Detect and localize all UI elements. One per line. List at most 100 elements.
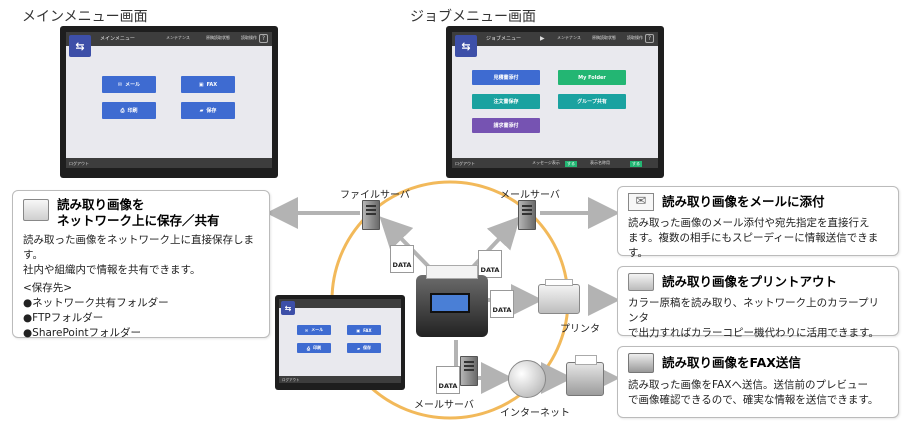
job-button-group-share[interactable]: グループ共有: [558, 94, 626, 109]
back-arrow-button[interactable]: ⇆: [69, 35, 91, 57]
logout-button[interactable]: ログアウト: [455, 161, 475, 166]
printer-icon: [628, 273, 654, 291]
save-share-body-line2: 社内や組織内で情報を共有できます。: [23, 264, 201, 276]
file-server-label: ファイルサーバ: [340, 190, 410, 201]
envelope-icon: ✉: [628, 193, 654, 211]
printer-label: プリンタ: [560, 324, 600, 335]
scanner-paper: [426, 265, 478, 279]
data-doc-icon: DATA: [436, 366, 460, 394]
job-button-quote[interactable]: 見積書添付: [472, 70, 540, 85]
logout-button[interactable]: ログアウト: [282, 378, 300, 382]
internet-globe-icon: [508, 360, 546, 398]
footer-message-toggle[interactable]: する: [565, 161, 577, 167]
job-menu-title: ジョブメニュー: [486, 36, 522, 42]
printer-icon: ⎙: [306, 345, 311, 351]
save-share-title-line1: 読み取り画像を: [57, 197, 145, 212]
main-menu-titlebar: [66, 32, 272, 46]
help-icon[interactable]: ?: [645, 34, 654, 43]
mail-icon: ✉: [304, 327, 309, 333]
menu-scan-operation[interactable]: 読取操作: [627, 35, 643, 40]
scanner-monitor-footer: [279, 376, 401, 383]
fax-paper: [575, 355, 597, 365]
mail-button[interactable]: ✉メール: [297, 325, 331, 335]
printer-icon: [538, 279, 580, 314]
scanner-monitor-titlebar: [279, 299, 401, 308]
scanner-monitor-screen: ⇆ ✉メール ▣FAX ⎙印刷 ▰保存 ログアウト: [279, 299, 401, 383]
menu-scan-status[interactable]: 原稿読取状態: [592, 35, 616, 40]
fax-box-title: 読み取り画像をFAX送信: [662, 355, 801, 370]
mail-box-title: 読み取り画像をメールに添付: [662, 194, 825, 209]
main-menu-monitor: ⇆ メインメニュー メンテナンス 原稿読取状態 読取操作 ? ✉メール ▣FAX…: [60, 26, 278, 178]
job-menu-screen: ⇆ ジョブメニュー ▶ メンテナンス 原稿読取状態 読取操作 ? 見積書添付 M…: [452, 32, 658, 168]
printer-paper: [545, 279, 573, 286]
back-arrow-button[interactable]: ⇆: [281, 301, 295, 315]
fax-box-body-line2: で画像確認できるので、確実な情報を送信できます。: [628, 394, 879, 406]
save-destination-heading: <保存先>: [23, 282, 73, 294]
main-menu-heading: メインメニュー画面: [22, 9, 148, 25]
fax-button[interactable]: ▣FAX: [347, 325, 381, 335]
fax-machine-icon: [628, 353, 654, 373]
folder-icon: ▰: [356, 345, 361, 351]
file-server-icon: [362, 200, 380, 230]
folder-icon: ▰: [199, 107, 204, 114]
save-button[interactable]: ▰保存: [347, 343, 381, 353]
fax-box-body-line1: 読み取った画像をFAXへ送信。送信前のプレビュー: [628, 379, 868, 391]
mail-server-bottom-icon: [460, 356, 478, 386]
footer-display-label: 表示名称用: [590, 160, 610, 165]
footer-display-toggle[interactable]: する: [630, 161, 642, 167]
menu-maintenance[interactable]: メンテナンス: [166, 35, 190, 40]
mail-box-body-line2: ます。複数の相手にもスピーディーに情報送信できます。: [628, 232, 879, 259]
job-menu-monitor: ⇆ ジョブメニュー ▶ メンテナンス 原稿読取状態 読取操作 ? 見積書添付 M…: [446, 26, 664, 178]
logout-button[interactable]: ログアウト: [69, 161, 89, 166]
mail-icon: ✉: [117, 81, 123, 88]
fax-icon: ▣: [356, 327, 361, 333]
print-button[interactable]: ⎙印刷: [297, 343, 331, 353]
print-box-body-line2: で出力すればカラーコピー機代わりに活用できます。: [628, 327, 879, 339]
scanner-monitor: ⇆ ✉メール ▣FAX ⎙印刷 ▰保存 ログアウト: [275, 295, 405, 390]
mail-server-bottom-label: メールサーバ: [414, 400, 474, 411]
job-button-invoice[interactable]: 請求書添付: [472, 118, 540, 133]
job-menu-heading: ジョブメニュー画面: [410, 9, 536, 25]
main-menu-title: メインメニュー: [100, 36, 135, 42]
save-share-box: 読み取り画像を ネットワーク上に保存／共有 読み取った画像をネットワーク上に直接…: [12, 190, 270, 339]
mail-server-top-icon: [518, 200, 536, 230]
fax-box: 読み取り画像をFAX送信 読み取った画像をFAXへ送信。送信前のプレビュー で画…: [617, 346, 899, 418]
internet-label: インターネット: [500, 408, 570, 419]
mail-button[interactable]: ✉メール: [102, 76, 156, 93]
menu-scan-operation[interactable]: 読取操作: [241, 35, 257, 40]
save-destination-item: ●ネットワーク共有フォルダー: [23, 297, 169, 309]
fax-button[interactable]: ▣FAX: [181, 76, 235, 93]
play-icon[interactable]: ▶: [540, 35, 545, 42]
mail-box: ✉ 読み取り画像をメールに添付 読み取った画像のメール添付や宛先指定を直接行え …: [617, 186, 899, 259]
save-destination-item: ●SharePointフォルダー: [23, 327, 142, 339]
job-button-my-folder[interactable]: My Folder: [558, 70, 626, 85]
job-menu-footer: [452, 158, 658, 168]
save-destination-item: ●FTPフォルダー: [23, 312, 104, 324]
print-box-body-line1: カラー原稿を読み取り、ネットワーク上のカラープリンタ: [628, 297, 879, 324]
job-button-order[interactable]: 注文書保存: [472, 94, 540, 109]
save-button[interactable]: ▰保存: [181, 102, 235, 119]
mail-box-body-line1: 読み取った画像のメール添付や宛先指定を直接行え: [628, 217, 870, 229]
mail-server-top-label: メールサーバ: [500, 190, 560, 201]
back-arrow-button[interactable]: ⇆: [455, 35, 477, 57]
main-menu-footer: [66, 158, 272, 168]
fax-icon: ▣: [198, 81, 204, 88]
scanner-touch-panel: [430, 293, 470, 313]
help-icon[interactable]: ?: [259, 34, 268, 43]
footer-message-label: メッセージ表示: [532, 160, 560, 165]
data-doc-icon: DATA: [490, 290, 514, 318]
fax-machine-icon: [566, 355, 604, 396]
menu-maintenance[interactable]: メンテナンス: [557, 35, 581, 40]
printer-icon: ⎙: [120, 107, 125, 114]
scanner-icon: [416, 265, 488, 337]
main-menu-screen: ⇆ メインメニュー メンテナンス 原稿読取状態 読取操作 ? ✉メール ▣FAX…: [66, 32, 272, 168]
arrow-to-mail-server: [468, 216, 521, 272]
print-box: 読み取り画像をプリントアウト カラー原稿を読み取り、ネットワーク上のカラープリン…: [617, 266, 899, 339]
menu-scan-status[interactable]: 原稿読取状態: [206, 35, 230, 40]
save-share-title-line2: ネットワーク上に保存／共有: [57, 213, 220, 228]
job-menu-titlebar: [452, 32, 658, 46]
print-box-title: 読み取り画像をプリントアウト: [662, 274, 838, 289]
save-share-body-line1: 読み取った画像をネットワーク上に直接保存します。: [23, 234, 254, 261]
print-button[interactable]: ⎙印刷: [102, 102, 156, 119]
folder-icon: [23, 199, 49, 221]
